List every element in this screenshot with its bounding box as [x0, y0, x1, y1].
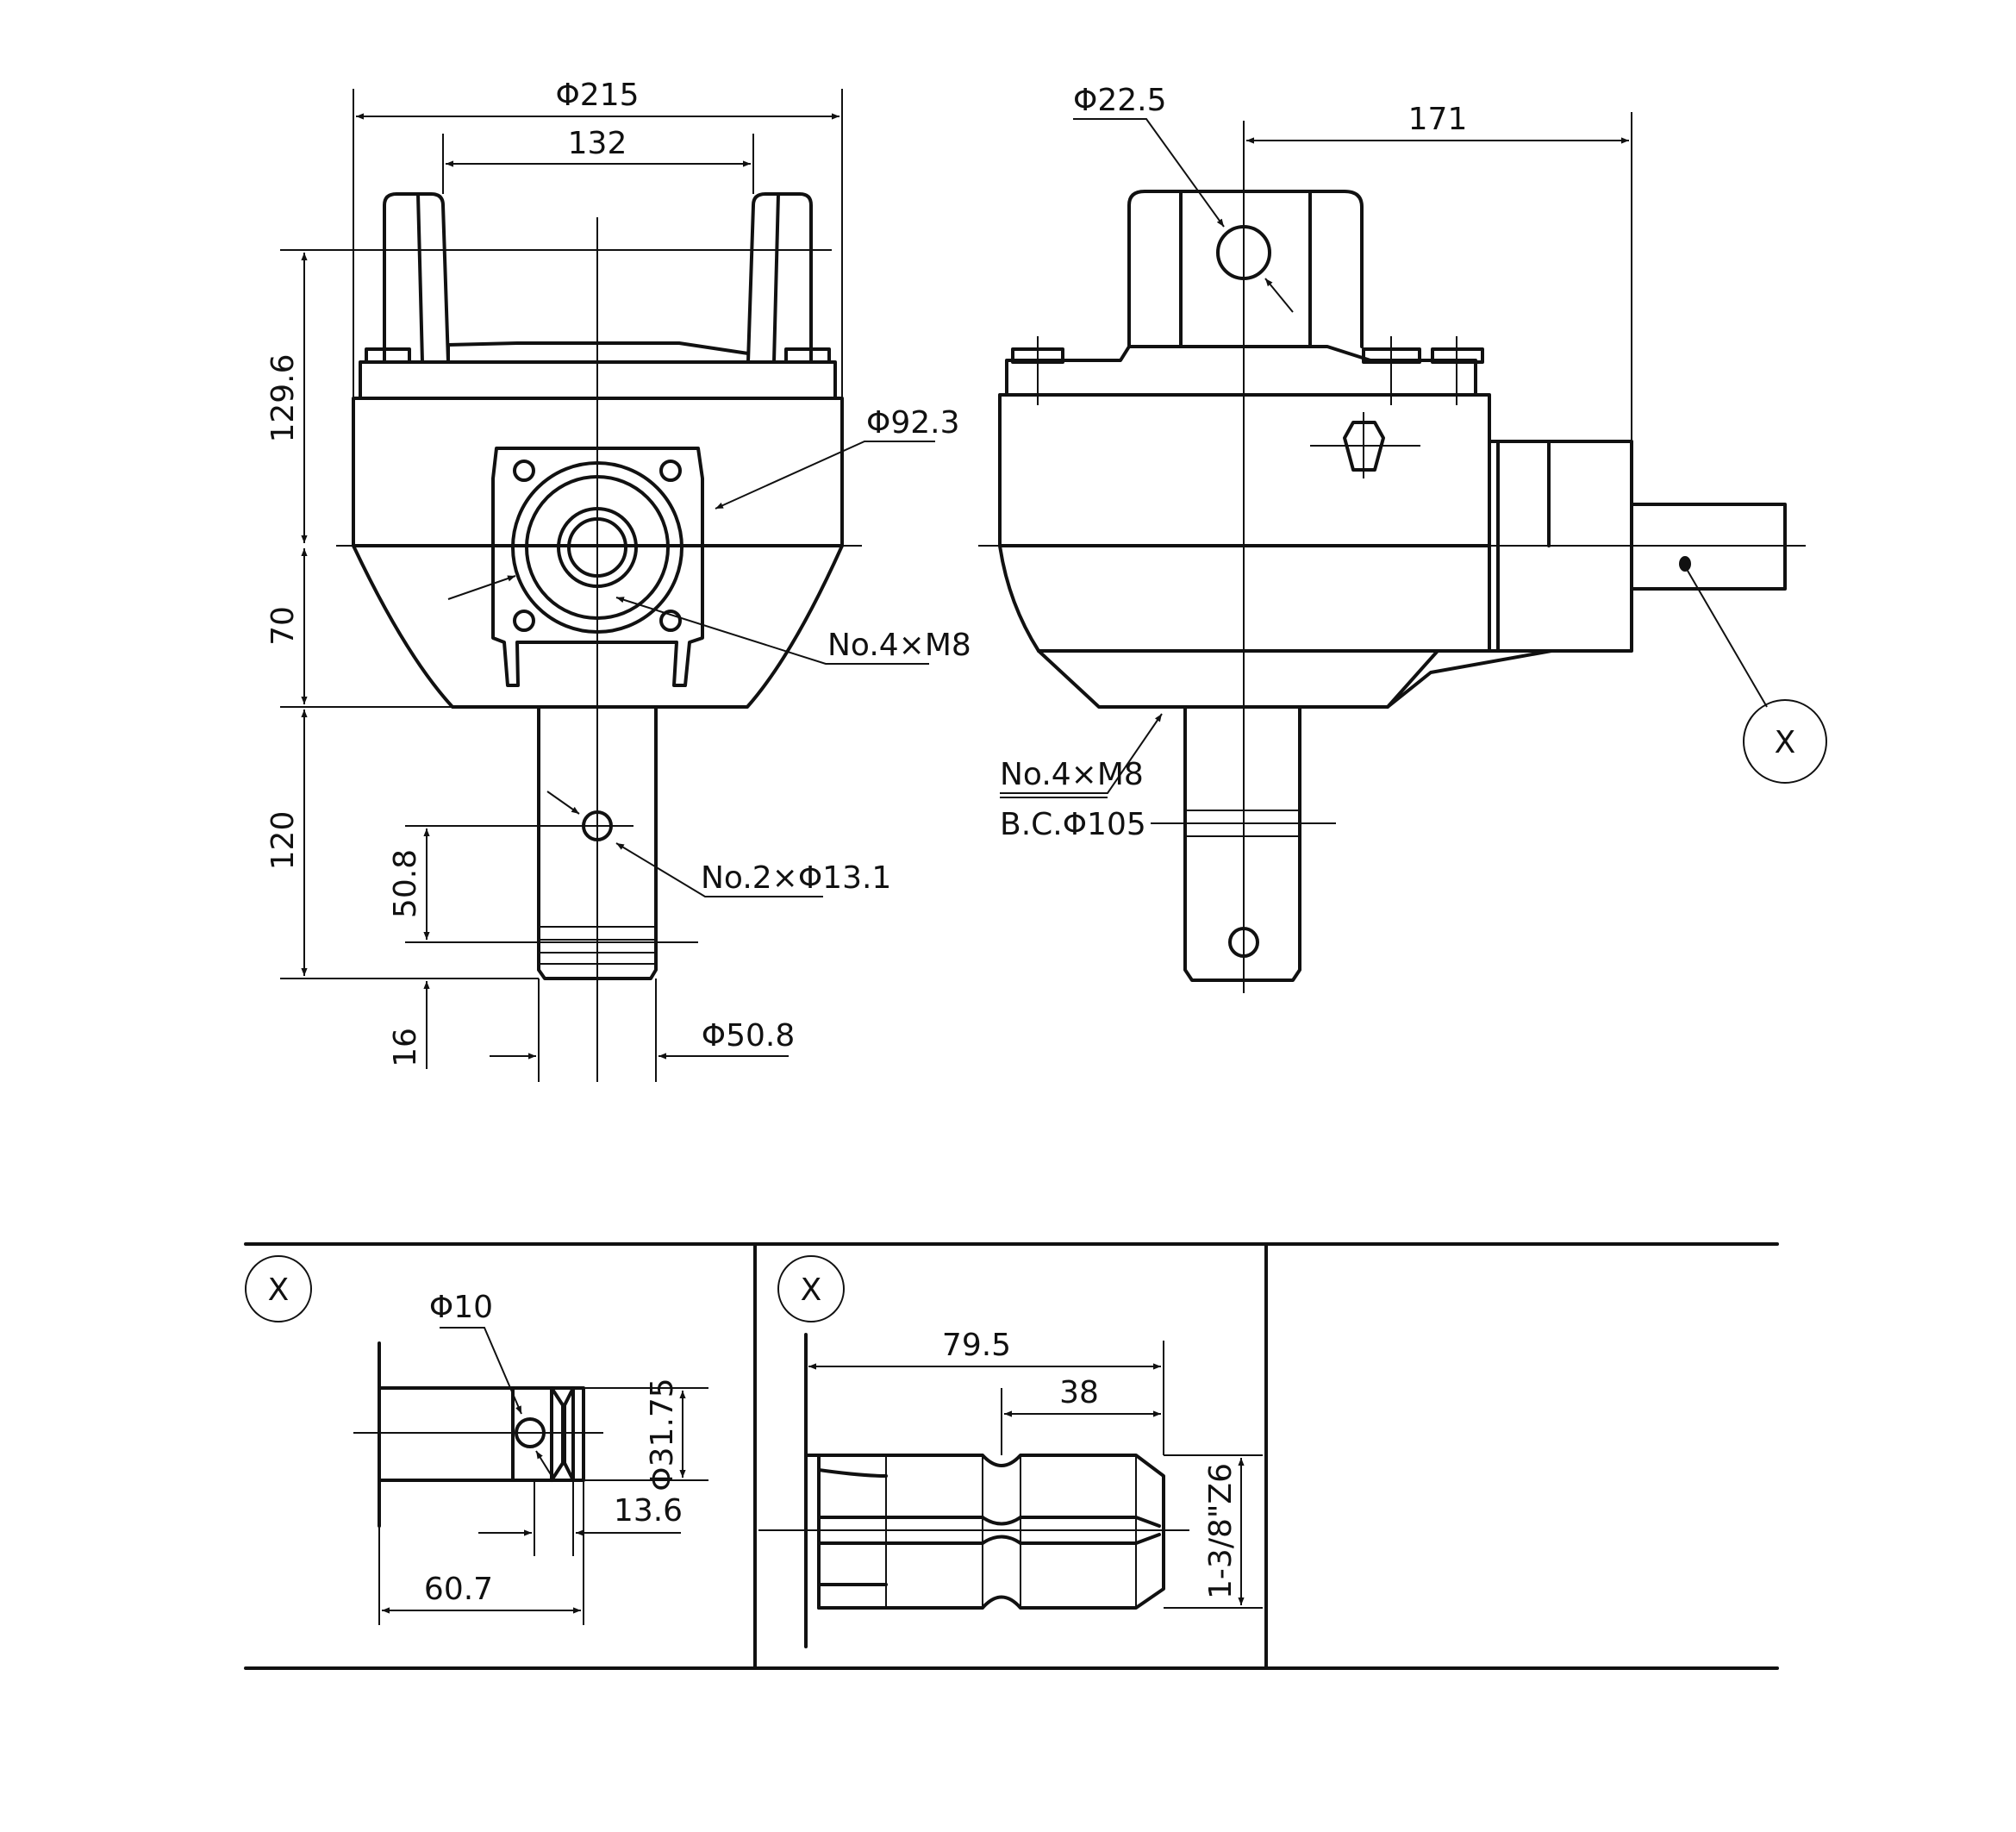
- side-housing: [998, 393, 1553, 709]
- dim-lower-height: 70: [265, 606, 301, 646]
- dim-shaft-reach: 171: [1408, 102, 1468, 137]
- dim-plain-shaft-diameter: Φ31.75: [645, 1378, 680, 1491]
- label-flange-bolts: No.4×M8: [827, 628, 971, 663]
- side-view: X Φ22.5 171 No.4×M8 B.C.Φ105: [978, 83, 1827, 993]
- detail-splined-shaft: X 79.5 38 1-3/8"Z6: [758, 1255, 1263, 1648]
- flange-bolt-holes: [513, 460, 682, 632]
- dim-upper-height: 129.6: [265, 353, 301, 442]
- side-output-shaft: [1183, 705, 1301, 982]
- callout-label: X: [1775, 725, 1796, 760]
- dim-spline-length: 38: [1059, 1375, 1099, 1410]
- dim-cross-hole: Φ10: [429, 1290, 493, 1325]
- dim-total-length: 79.5: [942, 1328, 1011, 1363]
- dim-shaft-diameter: Φ50.8: [702, 1018, 796, 1054]
- spline-spec: 1-3/8"Z6: [1203, 1463, 1239, 1599]
- label-flange-diameter: Φ92.3: [866, 405, 960, 441]
- detail-plain-callout: X: [268, 1272, 290, 1308]
- dim-shaft-end: 16: [388, 1028, 423, 1067]
- dim-pin-hole: Φ22.5: [1073, 83, 1167, 118]
- detail-plain-shaft: X Φ10 Φ31.75 13.6 60.7: [245, 1255, 708, 1625]
- detail-splined-callout: X: [801, 1272, 822, 1308]
- dim-shaft-length: 120: [265, 811, 301, 871]
- dim-hole-offset: 50.8: [388, 849, 423, 918]
- dim-plain-length: 60.7: [424, 1572, 493, 1607]
- dim-bracket-spacing: 132: [568, 126, 627, 161]
- dim-overall-diameter: Φ215: [555, 78, 639, 113]
- label-shaft-holes: No.2×Φ13.1: [701, 860, 891, 896]
- detail-callout-x: X: [1743, 699, 1827, 784]
- detail-panels: [244, 1242, 1779, 1670]
- front-view: Φ215 132 129.6 70 120 50.8 16 Φ50.8 Φ92.…: [265, 78, 971, 1082]
- label-bottom-bolts: No.4×M8: [1000, 757, 1144, 792]
- dim-groove-width: 13.6: [614, 1493, 683, 1529]
- label-bolt-circle: B.C.Φ105: [1000, 807, 1146, 842]
